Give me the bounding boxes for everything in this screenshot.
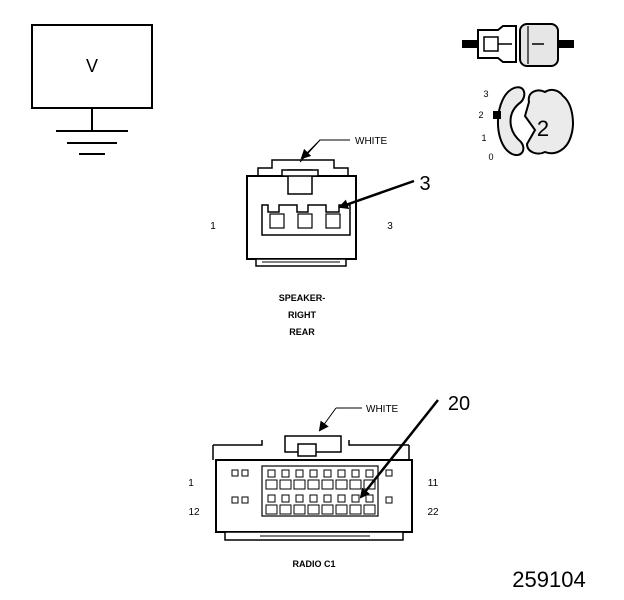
speaker-color-label: WHITE: [355, 136, 388, 147]
radio-pin-11: 11: [428, 478, 439, 489]
radio-color-label: WHITE: [366, 404, 399, 415]
switch-position-3: 3: [483, 89, 488, 99]
speaker-connector: WHITE 3 1 3 SPEAKER- RIGHT REAR: [210, 136, 430, 337]
voltmeter-symbol: V: [31, 24, 153, 109]
switch-position-0: 0: [488, 152, 493, 162]
inline-connector-icon: [462, 23, 574, 67]
speaker-name-line1: SPEAKER-: [279, 293, 326, 303]
speaker-name-line3: REAR: [289, 327, 315, 337]
speaker-pin-3: 3: [387, 221, 393, 232]
radio-callout-20: 20: [448, 393, 470, 415]
speaker-pin-1: 1: [210, 221, 216, 232]
switch-rotary-icon: 2 3 2 1 0: [478, 86, 574, 162]
speaker-name-line2: RIGHT: [288, 310, 317, 320]
radio-pin-22: 22: [427, 507, 439, 518]
figure-number: 259104: [512, 567, 585, 592]
radio-connector-name: RADIO C1: [292, 559, 335, 569]
switch-position-1: 1: [481, 133, 486, 143]
speaker-callout-3: 3: [419, 173, 430, 195]
radio-pin-1: 1: [188, 478, 194, 489]
radio-pin-12: 12: [188, 507, 200, 518]
switch-step-label: 2: [537, 116, 549, 141]
radio-connector: WHITE: [188, 393, 470, 569]
switch-position-2: 2: [478, 110, 483, 120]
voltmeter-label: V: [86, 56, 98, 76]
ground-icon: [56, 108, 128, 155]
